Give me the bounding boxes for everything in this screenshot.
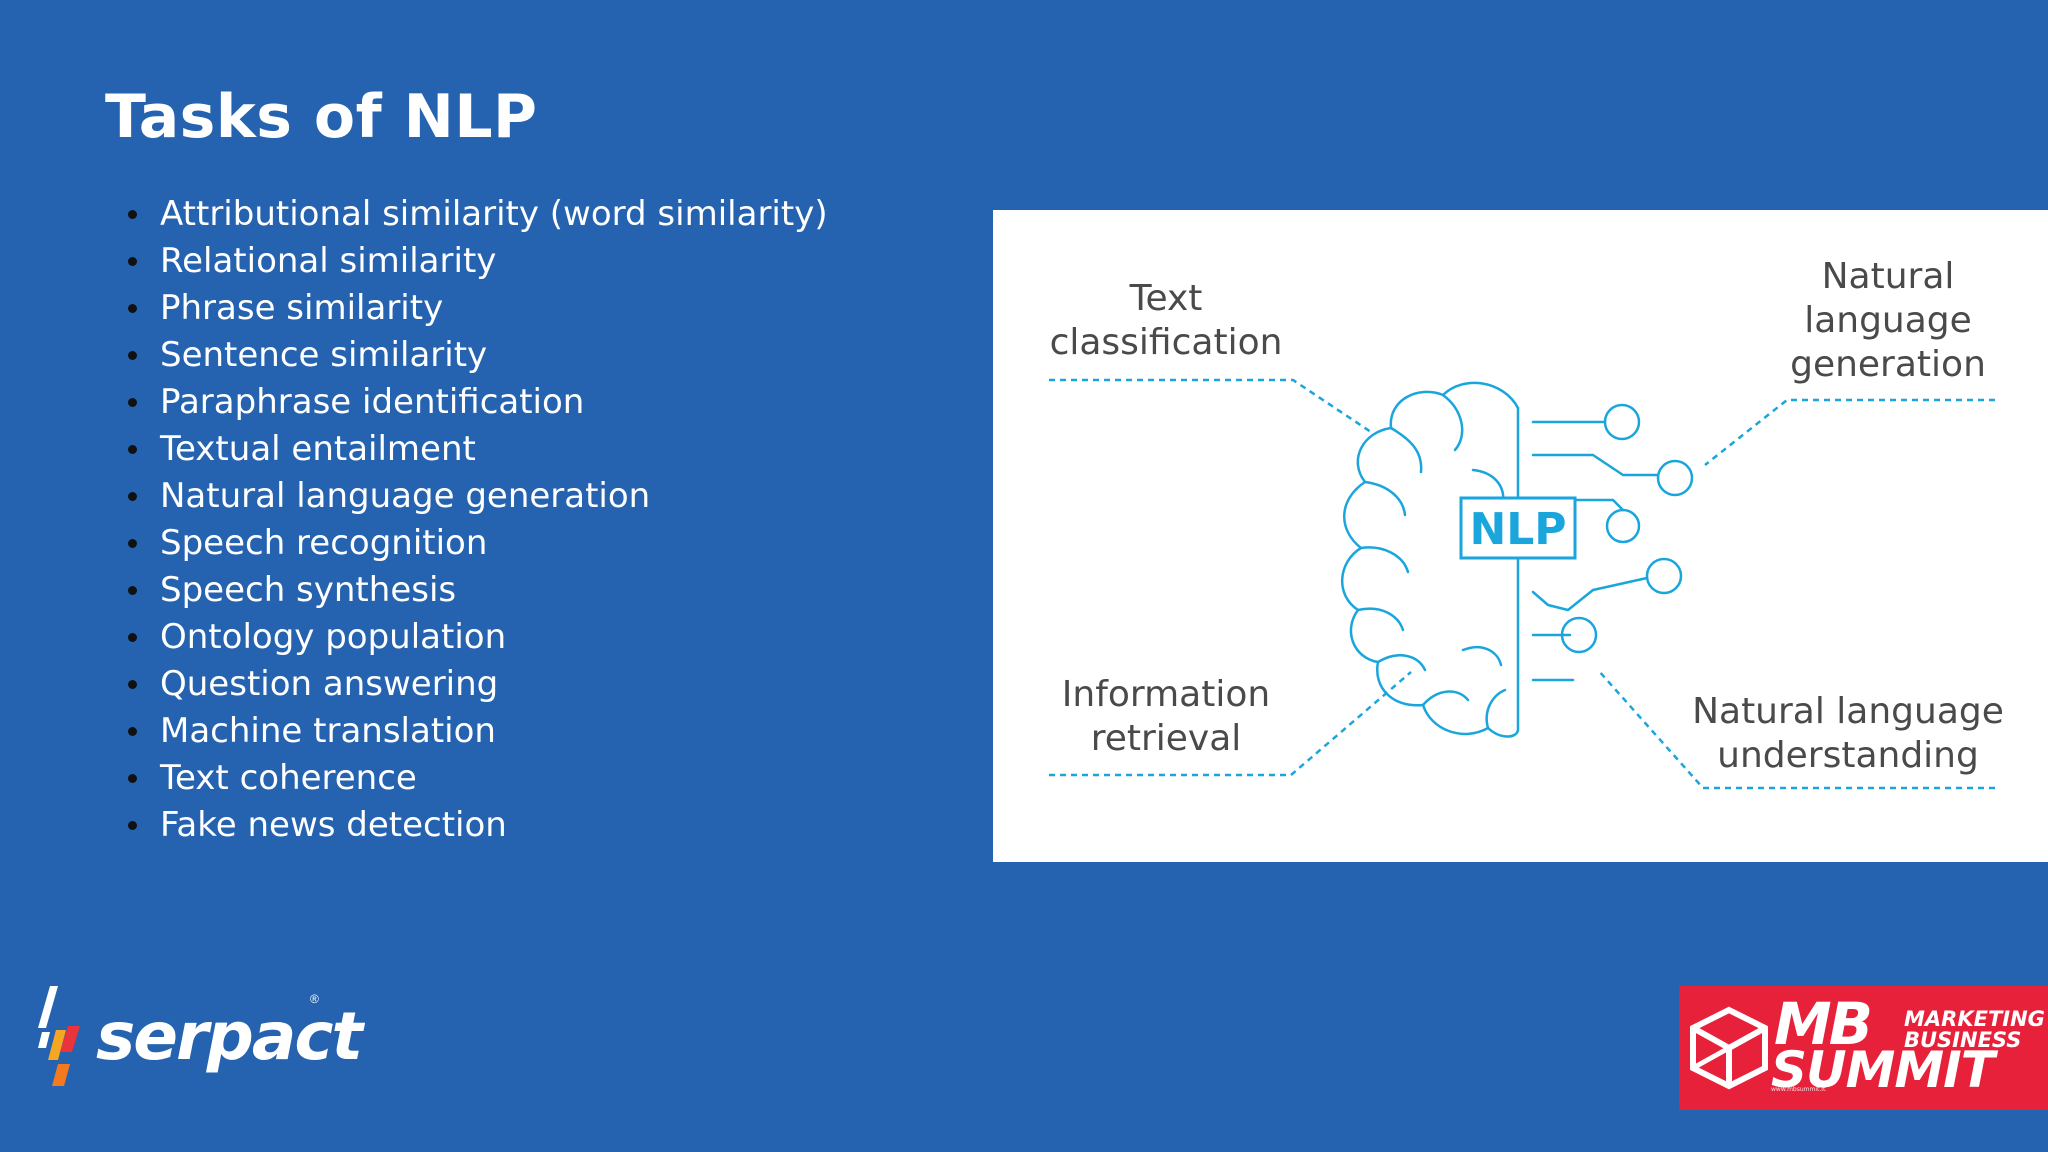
- list-item: Natural language generation: [118, 473, 828, 520]
- marketing-text: MARKETING: [1904, 1007, 2045, 1031]
- task-label: Textual entailment: [160, 429, 476, 469]
- registered-mark: ®: [310, 992, 319, 1006]
- nlp-diagram-svg: NLP Text classification Natural language…: [1049, 256, 2004, 790]
- bullet-icon: [128, 727, 137, 736]
- label-nlu-line1: Natural language: [1692, 691, 2004, 732]
- list-item: Machine translation: [118, 708, 828, 755]
- bullet-icon: [128, 492, 137, 501]
- list-item: Ontology population: [118, 614, 828, 661]
- summit-text: SUMMIT: [1771, 1041, 1995, 1099]
- serpact-wordmark: serpact: [96, 998, 363, 1075]
- task-label: Text coherence: [160, 758, 417, 798]
- label-nlg-line2: language: [1804, 300, 1972, 341]
- connector-language-understanding: [1597, 669, 1995, 790]
- task-label: Attributional similarity (word similarit…: [160, 194, 828, 234]
- task-label: Fake news detection: [160, 805, 507, 845]
- task-label: Phrase similarity: [160, 288, 444, 328]
- task-label: Question answering: [160, 664, 499, 704]
- list-item: Text coherence: [118, 755, 828, 802]
- nlp-center-label: NLP: [1469, 504, 1566, 555]
- connector-language-generation: [1704, 398, 1995, 466]
- bullet-icon: [128, 774, 137, 783]
- serpact-logo: serpact ®: [36, 982, 363, 1092]
- task-label: Natural language generation: [160, 476, 651, 516]
- bullet-icon: [128, 304, 137, 313]
- task-label: Speech recognition: [160, 523, 488, 563]
- circuit-node: [1603, 403, 1641, 441]
- business-text: BUSINESS: [1904, 1028, 2022, 1052]
- cube-icon: [1690, 1006, 1768, 1090]
- brain-fold: [1421, 690, 1470, 707]
- connector-information-retrieval: [1049, 671, 1412, 777]
- label-text-classification-line1: Text: [1129, 278, 1203, 319]
- circuit-node: [1656, 459, 1694, 497]
- bullet-icon: [128, 445, 137, 454]
- bullet-icon: [128, 398, 137, 407]
- task-label: Machine translation: [160, 711, 496, 751]
- bullet-icon: [128, 821, 137, 830]
- circuit-node: [1645, 557, 1683, 595]
- brain-circuit-icon: [1341, 381, 1694, 738]
- nlp-box: [1459, 496, 1577, 560]
- brain-left-outline: [1341, 381, 1520, 738]
- list-item: Textual entailment: [118, 426, 828, 473]
- task-label: Ontology population: [160, 617, 507, 657]
- bullet-icon: [128, 257, 137, 266]
- list-item: Phrase similarity: [118, 285, 828, 332]
- bullet-icon: [128, 586, 137, 595]
- bullet-icon: [128, 539, 137, 548]
- nlp-task-list: Attributional similarity (word similarit…: [118, 191, 828, 849]
- label-nlg-line1: Natural: [1822, 256, 1955, 297]
- circuit-trace: [1531, 576, 1649, 612]
- label-ir-line1: Information: [1062, 674, 1270, 715]
- bullet-icon: [128, 210, 137, 219]
- label-ir-line2: retrieval: [1091, 718, 1242, 759]
- mb-summit-logo: MB MARKETING BUSINESS SUMMIT www.mbsummi…: [1679, 986, 2048, 1110]
- brain-fold: [1441, 393, 1464, 452]
- slide-title: Tasks of NLP: [105, 82, 538, 152]
- mb-text: MB: [1774, 990, 1873, 1058]
- circuit-node: [1560, 616, 1598, 654]
- brain-fold: [1376, 654, 1427, 672]
- circuit-node: [1605, 508, 1641, 544]
- task-label: Paraphrase identification: [160, 382, 585, 422]
- list-item: Attributional similarity (word similarit…: [118, 191, 828, 238]
- circuit-trace: [1531, 453, 1660, 477]
- connector-lines: [1049, 378, 1995, 790]
- label-nlg-line3: generation: [1790, 344, 1986, 385]
- brain-fold: [1356, 607, 1405, 632]
- list-item: Paraphrase identification: [118, 379, 828, 426]
- task-label: Speech synthesis: [160, 570, 457, 610]
- bullet-icon: [128, 633, 137, 642]
- label-text-classification-line2: classification: [1050, 322, 1283, 363]
- brain-fold: [1461, 645, 1503, 667]
- bullet-icon: [128, 680, 137, 689]
- brain-fold: [1485, 688, 1507, 730]
- list-item: Speech recognition: [118, 520, 828, 567]
- list-item: Speech synthesis: [118, 567, 828, 614]
- list-item: Fake news detection: [118, 802, 828, 849]
- list-item: Sentence similarity: [118, 332, 828, 379]
- mb-url: www.mbsummit.it: [1771, 1086, 1826, 1093]
- list-item: Relational similarity: [118, 238, 828, 285]
- brain-fold: [1389, 426, 1423, 474]
- serpact-mark-icon: [38, 986, 80, 1086]
- connector-text-classification: [1049, 378, 1372, 434]
- nlp-diagram: NLP Text classification Natural language…: [993, 210, 2048, 862]
- bullet-icon: [128, 351, 137, 360]
- task-label: Sentence similarity: [160, 335, 488, 375]
- brain-fold: [1363, 480, 1407, 517]
- brain-fold: [1359, 546, 1410, 574]
- list-item: Question answering: [118, 661, 828, 708]
- task-label: Relational similarity: [160, 241, 497, 281]
- label-nlu-line2: understanding: [1717, 735, 1979, 776]
